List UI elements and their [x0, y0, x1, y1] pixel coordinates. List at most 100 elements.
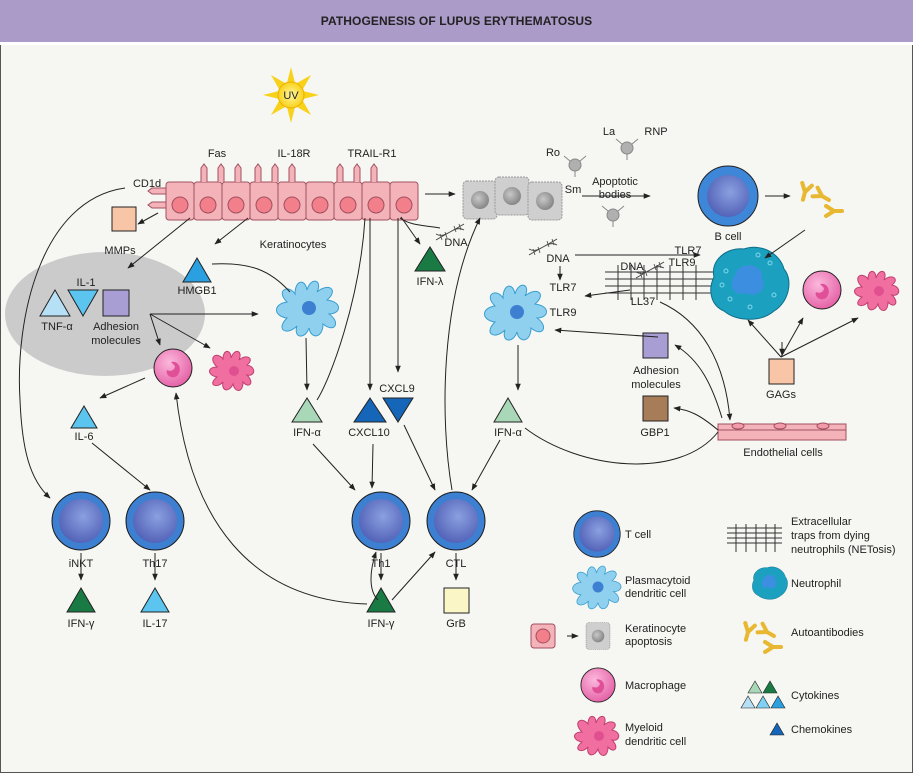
tlr9-label-a: TLR9 [669, 257, 696, 269]
cxcl9-label: CXCL9 [379, 383, 414, 395]
il1-label: IL-1 [77, 277, 96, 289]
keratinocyte-layer [147, 163, 419, 221]
svg-text:Autoantibodies: Autoantibodies [791, 627, 864, 639]
endothelial-cells [717, 422, 847, 441]
ifn-gamma-center-icon [366, 587, 396, 613]
dna-label-2: DNA [546, 253, 570, 265]
keratinocyte-nucleus [171, 196, 189, 214]
surface-receptor [234, 163, 242, 182]
il6-icon [70, 405, 98, 429]
legend-myeloid-dc: Myeloid dendritic cell [574, 715, 686, 757]
uv-label: UV [283, 90, 299, 102]
sun-icon: UV [263, 67, 319, 123]
ifn-alpha-right-label: IFN-α [494, 427, 522, 439]
svg-text:dendritic cell: dendritic cell [625, 588, 686, 600]
grb-icon [443, 587, 470, 614]
tlr9-label-b: TLR9 [550, 307, 577, 319]
legend-cytokines: Cytokines [740, 680, 840, 709]
svg-text:Neutrophil: Neutrophil [791, 578, 841, 590]
keratinocyte-nucleus [227, 196, 245, 214]
endothelial-label: Endothelial cells [743, 447, 823, 459]
svg-text:Extracellular: Extracellular [791, 516, 852, 528]
keratinocyte-nucleus [311, 196, 329, 214]
ro-label: Ro [546, 147, 560, 159]
trail-r1-label: TRAIL-R1 [348, 148, 397, 160]
adhesion-left-label-1: Adhesion [93, 321, 139, 333]
surface-receptor [288, 163, 296, 182]
svg-text:traps from dying: traps from dying [791, 530, 870, 542]
svg-text:dendritic cell: dendritic cell [625, 736, 686, 748]
title-bar: PATHOGENESIS OF LUPUS ERYTHEMATOSUS [0, 0, 913, 45]
cd1d-receptor [147, 201, 166, 209]
autoantigen-ro-sm [563, 155, 587, 178]
svg-text:Macrophage: Macrophage [625, 680, 686, 692]
svg-text:Chemokines: Chemokines [791, 724, 853, 736]
svg-text:Keratinocyte: Keratinocyte [625, 623, 686, 635]
svg-text:apoptosis: apoptosis [625, 636, 673, 648]
page-title: PATHOGENESIS OF LUPUS ERYTHEMATOSUS [320, 14, 593, 28]
cxcl10-label: CXCL10 [348, 427, 390, 439]
dna-label-3: DNA [620, 261, 644, 273]
ifn-lambda-label: IFN-λ [417, 276, 444, 288]
surface-receptor [217, 163, 225, 182]
ifn-gamma-center-label: IFN-γ [368, 618, 395, 630]
mmps-icon [111, 206, 137, 232]
surface-receptor [353, 163, 361, 182]
svg-text:Cytokines: Cytokines [791, 690, 840, 702]
svg-text:T cell: T cell [625, 529, 651, 541]
apoptotic-keratinocytes [462, 176, 563, 221]
b-cell [697, 165, 759, 227]
cd1d-label: CD1d [133, 178, 161, 190]
keratinocyte-nucleus [255, 196, 273, 214]
ifn-gamma-left-icon [66, 587, 96, 613]
surface-receptor [336, 163, 344, 182]
b-cell-label: B cell [715, 231, 742, 243]
tlr7-label-b: TLR7 [550, 282, 577, 294]
myeloid-dc-left [209, 350, 255, 392]
myeloid-dc-right [854, 270, 900, 312]
autoantigen-la-rnp [615, 138, 639, 161]
pdc-center [276, 280, 339, 337]
ifn-alpha-left-label: IFN-α [293, 427, 321, 439]
svg-text:Plasmacytoid: Plasmacytoid [625, 575, 690, 587]
legend-neutrophil: Neutrophil [752, 566, 841, 600]
gags-label: GAGs [766, 389, 796, 401]
ifn-gamma-left-label: IFN-γ [68, 618, 95, 630]
rnp-label: RNP [644, 126, 667, 138]
adhesion-molecules-left-icon [102, 289, 130, 317]
th17-cell [125, 491, 185, 551]
legend-nets: Extracellular traps from dying neutrophi… [727, 516, 896, 556]
neutrophil [710, 246, 790, 320]
surface-receptor [254, 163, 262, 182]
ifn-lambda-icon [414, 246, 446, 272]
gags-icon [768, 358, 795, 385]
pathway-arrows [18, 187, 859, 605]
cxcl9-icon [382, 397, 414, 423]
fas-label: Fas [208, 148, 227, 160]
keratinocyte-nucleus [339, 196, 357, 214]
il1-icon [67, 289, 99, 318]
adhesion-left-label-2: molecules [91, 335, 141, 347]
legend: T cell Plasmacytoid dendritic cell Kerat… [530, 510, 896, 757]
cxcl10-icon [353, 397, 387, 423]
svg-text:neutrophils (NETosis): neutrophils (NETosis) [791, 544, 896, 556]
tnf-label: TNF-α [41, 321, 73, 333]
la-label: La [603, 126, 616, 138]
ll37-label: LL37 [631, 296, 655, 308]
inkt-cell [51, 491, 111, 551]
il18r-label: IL-18R [277, 148, 310, 160]
gbp1-label: GBP1 [640, 427, 669, 439]
cd1d-receptor [147, 187, 166, 195]
autoantibodies-icon [796, 180, 844, 218]
sm-label: Sm [565, 184, 582, 196]
apoptotic-bodies-label-2: bodies [599, 189, 632, 201]
legend-macrophage: Macrophage [580, 667, 686, 703]
legend-keratinocyte-apoptosis: Keratinocyte apoptosis [530, 622, 686, 650]
il17-label: IL-17 [142, 618, 167, 630]
legend-chemokines: Chemokines [769, 722, 853, 736]
pdc-right [484, 284, 547, 341]
th1-cell [351, 491, 411, 551]
keratinocytes-label: Keratinocytes [260, 239, 327, 251]
